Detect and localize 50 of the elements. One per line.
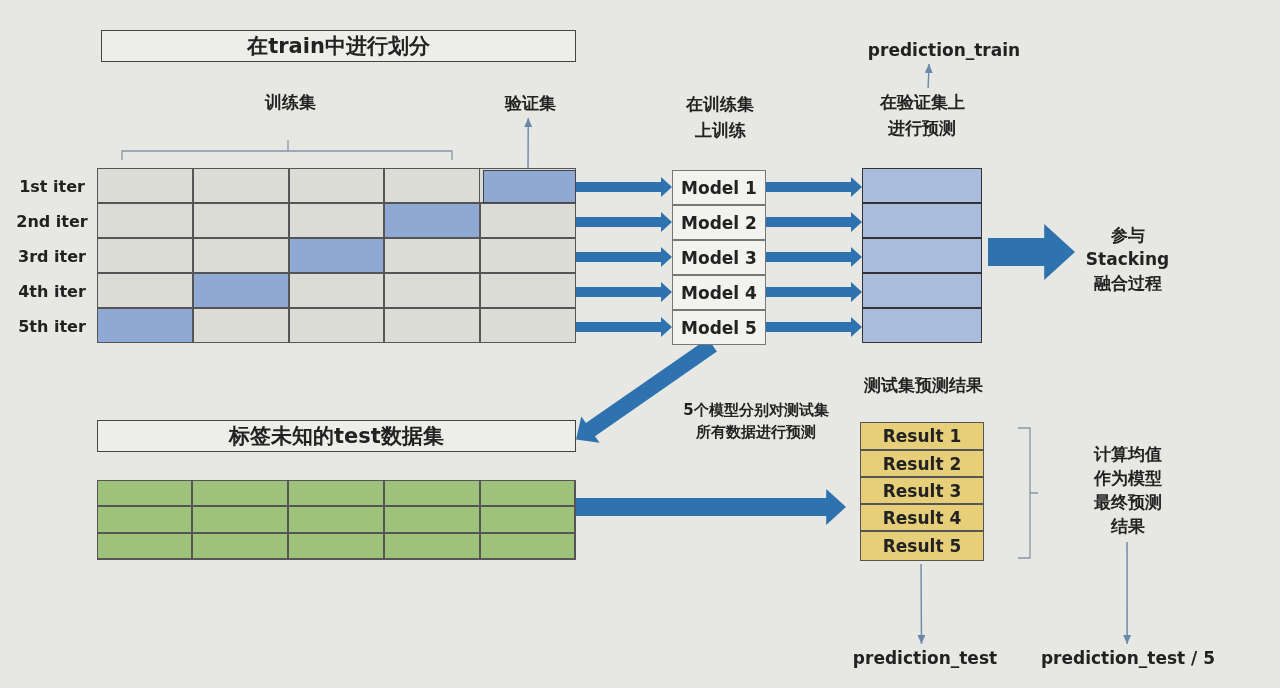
prediction-row	[862, 308, 982, 343]
model-box: Model 5	[672, 310, 766, 345]
result-bar: Result 1	[860, 422, 984, 450]
result-bar: Result 2	[860, 450, 984, 477]
block-arrow	[576, 177, 672, 197]
block-arrow	[766, 247, 862, 267]
block-arrow	[576, 489, 846, 525]
text-label: prediction_test / 5	[1033, 644, 1223, 672]
model-box: Model 2	[672, 205, 766, 240]
model-box: Model 4	[672, 275, 766, 310]
text-label: 参与 Stacking 融合过程	[1075, 218, 1180, 300]
arrow	[524, 117, 533, 170]
column-heading: 在验证集上进行预测	[878, 91, 966, 140]
prediction-row	[862, 203, 982, 238]
result-bar: Result 5	[860, 531, 984, 561]
arrow	[1123, 541, 1132, 645]
block-arrow	[988, 224, 1075, 280]
header-box: 在train中进行划分	[101, 30, 576, 62]
result-bar: Result 4	[860, 504, 984, 531]
row-label: 4th iter	[17, 281, 87, 303]
model-box: Model 1	[672, 170, 766, 205]
arrow	[924, 63, 933, 89]
block-arrow	[576, 212, 672, 232]
row-label: 2nd iter	[15, 211, 89, 233]
text-label: prediction_train	[858, 36, 1030, 64]
result-bar: Result 3	[860, 477, 984, 504]
column-heading: 测试集预测结果	[862, 374, 984, 397]
prediction-row	[862, 238, 982, 273]
block-arrow	[766, 177, 862, 197]
block-arrow	[766, 282, 862, 302]
column-heading: 在训练集上训练	[685, 93, 755, 142]
data-grid	[97, 480, 576, 560]
text-label: 验证集	[490, 88, 570, 118]
block-arrow	[576, 282, 672, 302]
highlighted-cell	[483, 170, 576, 203]
row-label: 5th iter	[17, 316, 87, 338]
block-arrow	[576, 317, 672, 337]
row-label: 3rd iter	[17, 246, 87, 268]
section-label: 训练集	[263, 91, 317, 114]
row-label: 1st iter	[18, 176, 86, 198]
block-arrow	[766, 317, 862, 337]
prediction-row	[862, 273, 982, 308]
header-box: 标签未知的test数据集	[97, 420, 576, 452]
block-arrow	[576, 247, 672, 267]
text-label: 计算均值作为模型最终预测结果	[1086, 438, 1170, 542]
prediction-row	[862, 168, 982, 203]
model-box: Model 3	[672, 240, 766, 275]
arrow	[917, 563, 926, 645]
block-arrow	[766, 212, 862, 232]
text-label: prediction_test	[842, 644, 1008, 672]
